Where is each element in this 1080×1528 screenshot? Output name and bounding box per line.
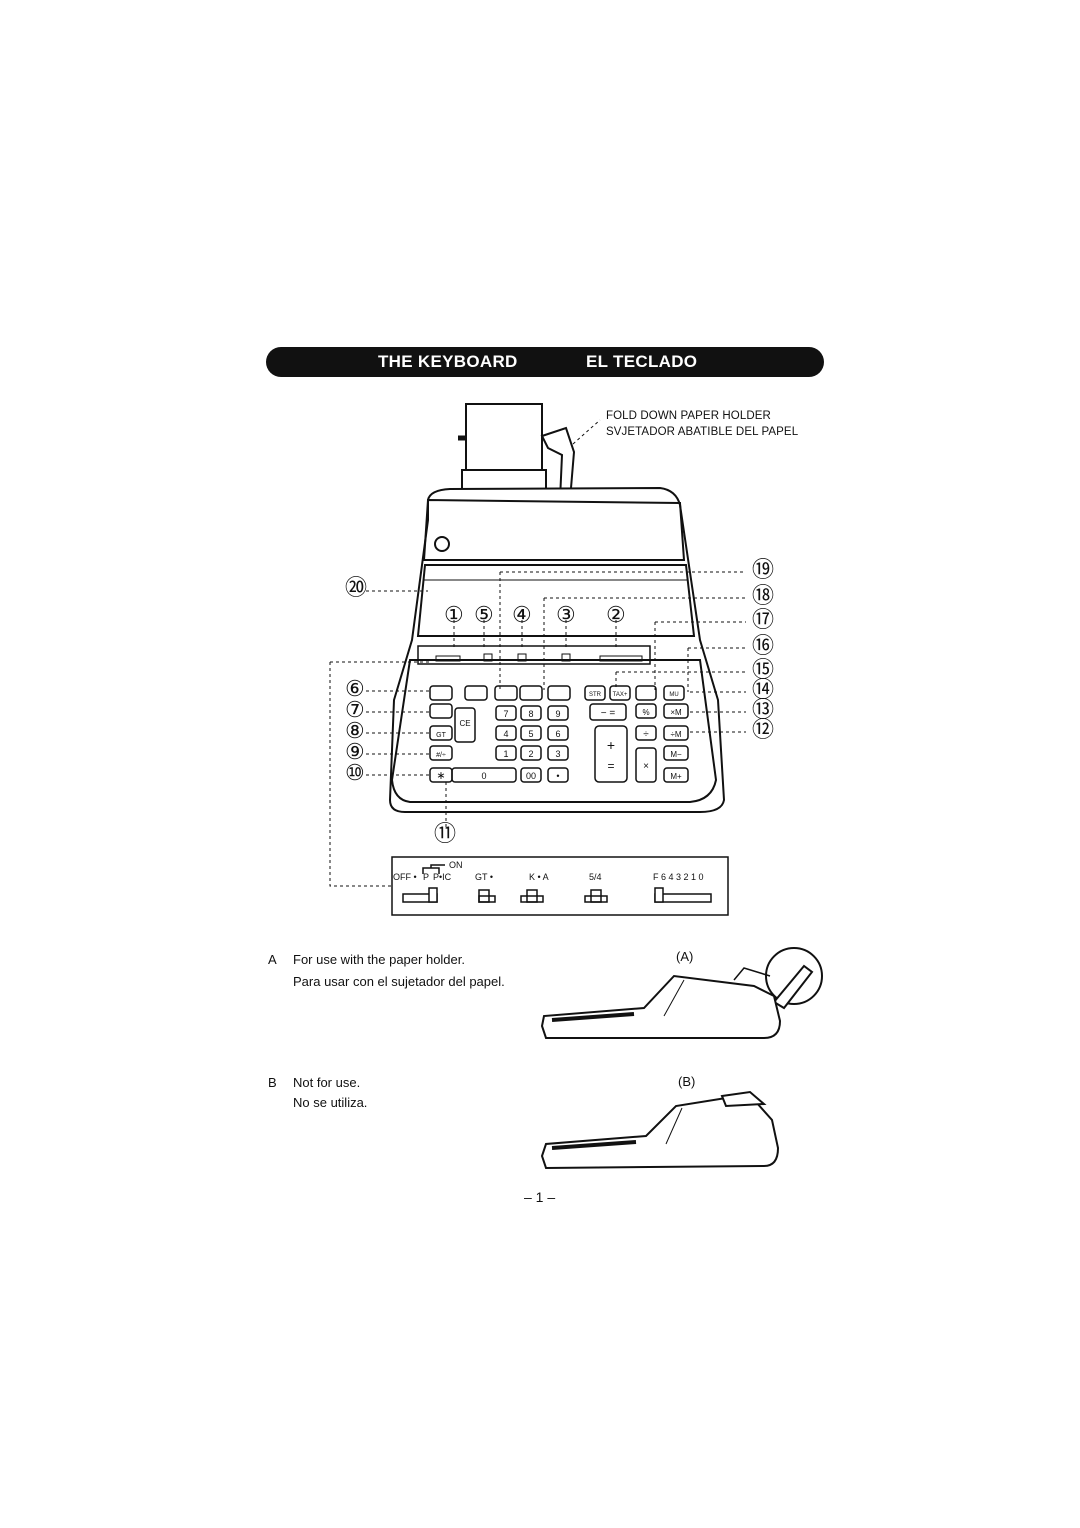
figure-a-label: (A) — [676, 949, 694, 964]
switch-on-label: ON — [449, 860, 463, 870]
callout-14: ⑭ — [752, 677, 775, 702]
key-m-minus: M− — [670, 750, 682, 759]
key-ce: CE — [459, 719, 470, 728]
key-0: 0 — [481, 771, 486, 781]
note-b-letter: B — [268, 1075, 277, 1090]
printer-deck — [422, 498, 686, 561]
callout-2: ② — [606, 602, 626, 627]
callout-paper-holder-es: SVJETADOR ABATIBLE DEL PAPEL — [606, 426, 799, 438]
selector-switch-panel: ON OFF • P P•IC GT • K • A 5/4 F 6 4 3 2… — [391, 856, 729, 916]
callout-5: ⑤ — [474, 602, 494, 627]
note-b-english: Not for use. — [293, 1075, 361, 1090]
key-1: 1 — [503, 749, 508, 759]
key-3: 3 — [555, 749, 560, 759]
switch-decimal-label: F 6 4 3 2 1 0 — [653, 872, 704, 882]
key-divide-m: ÷M — [670, 730, 681, 739]
key-hash-div: #/÷ — [436, 752, 446, 759]
key-gt: GT — [436, 732, 446, 739]
callout-3: ③ — [556, 602, 576, 627]
key-times: × — [643, 761, 649, 772]
switch-round-label: 5/4 — [589, 872, 602, 882]
switch-off-label: OFF • — [393, 872, 417, 882]
key-9: 9 — [555, 709, 560, 719]
power-indicator — [434, 536, 450, 552]
callout-11: ⑪ — [434, 821, 457, 846]
figure-b-side-view — [540, 1090, 780, 1170]
key-7: 7 — [503, 709, 508, 719]
switch-gt-label: GT • — [475, 872, 493, 882]
callout-13: ⑬ — [752, 697, 775, 722]
note-a-spanish: Para usar con el sujetador del papel. — [293, 974, 505, 989]
callout-paper-holder-en: FOLD DOWN PAPER HOLDER — [606, 410, 771, 422]
key-minus-equals: − = — [601, 708, 616, 719]
key-star: ∗ — [436, 770, 445, 782]
figure-a-side-view — [540, 947, 823, 1039]
title-spanish: EL TECLADO — [586, 352, 698, 371]
callout-4: ④ — [512, 602, 532, 627]
section-header-banner: THE KEYBOARD EL TECLADO — [266, 347, 824, 377]
callout-7: ⑦ — [345, 697, 365, 722]
key-00: 00 — [526, 771, 536, 781]
callout-6: ⑥ — [345, 676, 365, 701]
body-ridge — [416, 564, 696, 637]
key-2: 2 — [528, 749, 533, 759]
callout-10: ⑩ — [345, 760, 365, 785]
key-5: 5 — [528, 729, 533, 739]
callout-17: ⑰ — [752, 607, 775, 632]
callout-19: ⑲ — [752, 557, 775, 582]
key-tax: TAX+ — [613, 692, 628, 698]
callout-9: ⑨ — [345, 739, 365, 764]
key-equals: = — [607, 759, 614, 773]
callout-8: ⑧ — [345, 718, 365, 743]
switch-strip — [417, 645, 651, 665]
key-4: 4 — [503, 729, 508, 739]
key-6: 6 — [555, 729, 560, 739]
title-english: THE KEYBOARD — [378, 352, 518, 371]
key-times-m: ×M — [670, 708, 682, 717]
key-8: 8 — [528, 709, 533, 719]
callout-18: ⑱ — [752, 583, 775, 608]
figure-b-label: (B) — [678, 1074, 696, 1089]
switch-p-label: P — [423, 872, 429, 882]
calculator-body — [388, 486, 726, 813]
page-number: – 1 – — [524, 1189, 556, 1205]
key-plus: + — [607, 737, 615, 753]
callout-12: ⑫ — [752, 717, 775, 742]
key-decimal: • — [556, 771, 559, 781]
note-b-spanish: No se utiliza. — [293, 1095, 368, 1110]
switch-pic-label: P•IC — [433, 872, 452, 882]
callout-15: ⑮ — [752, 657, 775, 682]
callout-20: ⑳ — [345, 575, 368, 600]
note-a-letter: A — [268, 952, 277, 967]
key-percent: % — [642, 708, 649, 717]
keyboard-panel — [390, 659, 718, 803]
callout-1: ① — [444, 602, 464, 627]
note-a-english: For use with the paper holder. — [293, 952, 465, 967]
key-divide: ÷ — [643, 729, 649, 740]
callout-16: ⑯ — [752, 633, 775, 658]
key-m-plus: M+ — [670, 772, 682, 781]
key-str: STR — [589, 692, 602, 698]
key-mu: MU — [669, 692, 678, 698]
switch-ka-label: K • A — [529, 872, 549, 882]
